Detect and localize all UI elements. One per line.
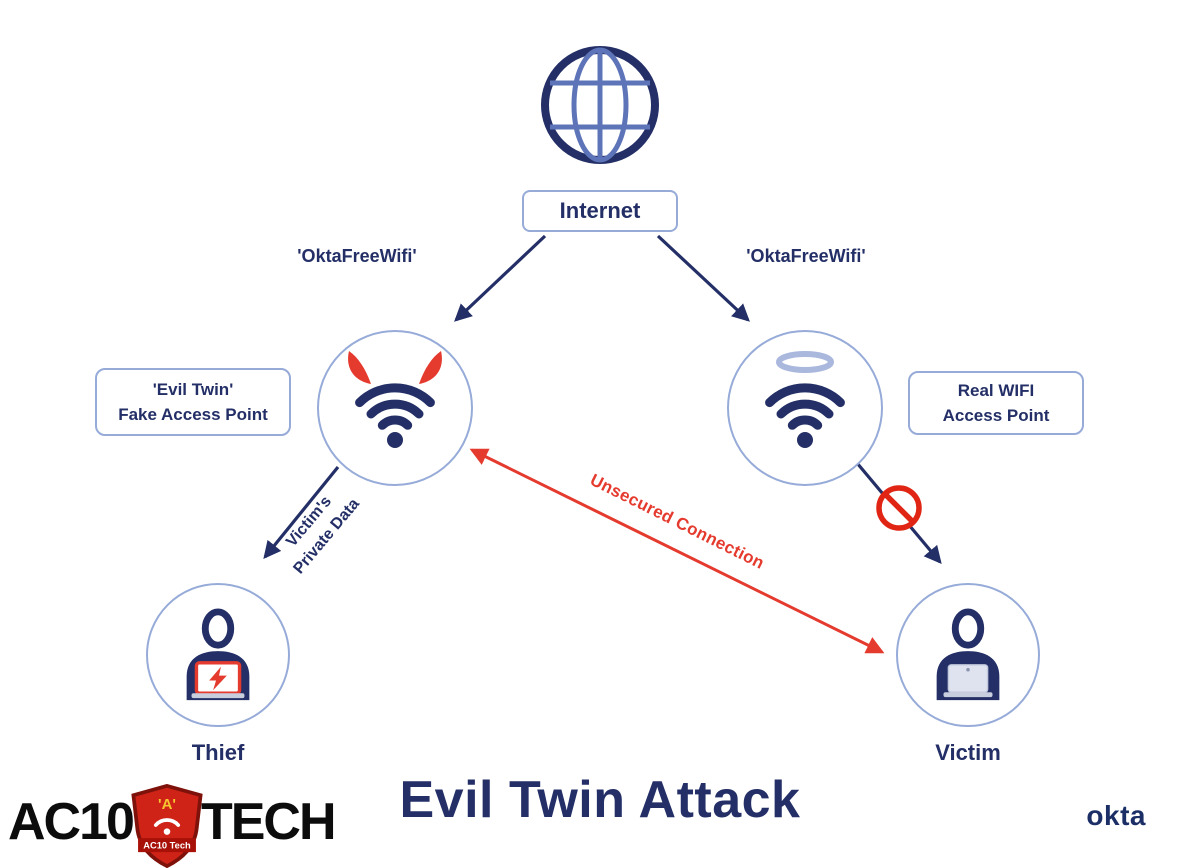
evil-ap-label-line2: Fake Access Point [118, 405, 268, 424]
okta-logo: okta [1086, 800, 1146, 831]
evil-wifi-icon [348, 351, 442, 448]
victim-person-icon [936, 608, 1000, 701]
victim-label: Victim [935, 740, 1001, 765]
real-ap-node [727, 330, 883, 486]
unsecured-connection-label: Unsecured Connection [587, 470, 768, 573]
internet-label: Internet [559, 198, 641, 223]
prohibition-icon [876, 485, 922, 531]
ssid-label-right: 'OktaFreeWifi' [746, 246, 866, 266]
ac10-shield-icon: 'A' AC10 Tech [131, 784, 203, 868]
internet-label-box: Internet [522, 190, 678, 232]
ac10-logo-text-left: AC10 [8, 793, 135, 851]
arrow-internet-to-evil-ap [454, 234, 547, 322]
victim-node [896, 583, 1040, 727]
halo-wifi-icon [765, 351, 845, 448]
ac10-tech-logo: AC10 'A' AC10 Tech TECH [8, 780, 337, 868]
arrow-real-ap-to-victim [855, 461, 942, 565]
evil-ap-label-box: 'Evil Twin' Fake Access Point [95, 368, 291, 436]
diagram-title: Evil Twin Attack [399, 771, 801, 829]
private-data-flow-label: Victim's Private Data [249, 453, 387, 605]
lightning-icon [209, 666, 227, 691]
thief-node [146, 583, 290, 727]
real-ap-label-box: Real WIFI Access Point [908, 371, 1084, 435]
evil-ap-node [317, 330, 473, 486]
shield-a-text: 'A' [158, 796, 176, 813]
real-ap-label-line2: Access Point [942, 406, 1050, 425]
thief-label: Thief [191, 740, 245, 765]
real-ap-label-line1: Real WIFI [957, 380, 1035, 400]
thief-person-icon [186, 608, 250, 701]
evil-ap-label-line1: 'Evil Twin' [152, 379, 234, 399]
globe-icon [541, 46, 659, 164]
shield-banner-text: AC10 Tech [143, 840, 191, 850]
ssid-label-left: 'OktaFreeWifi' [297, 246, 417, 266]
ac10-logo-text-right: TECH [200, 793, 337, 851]
